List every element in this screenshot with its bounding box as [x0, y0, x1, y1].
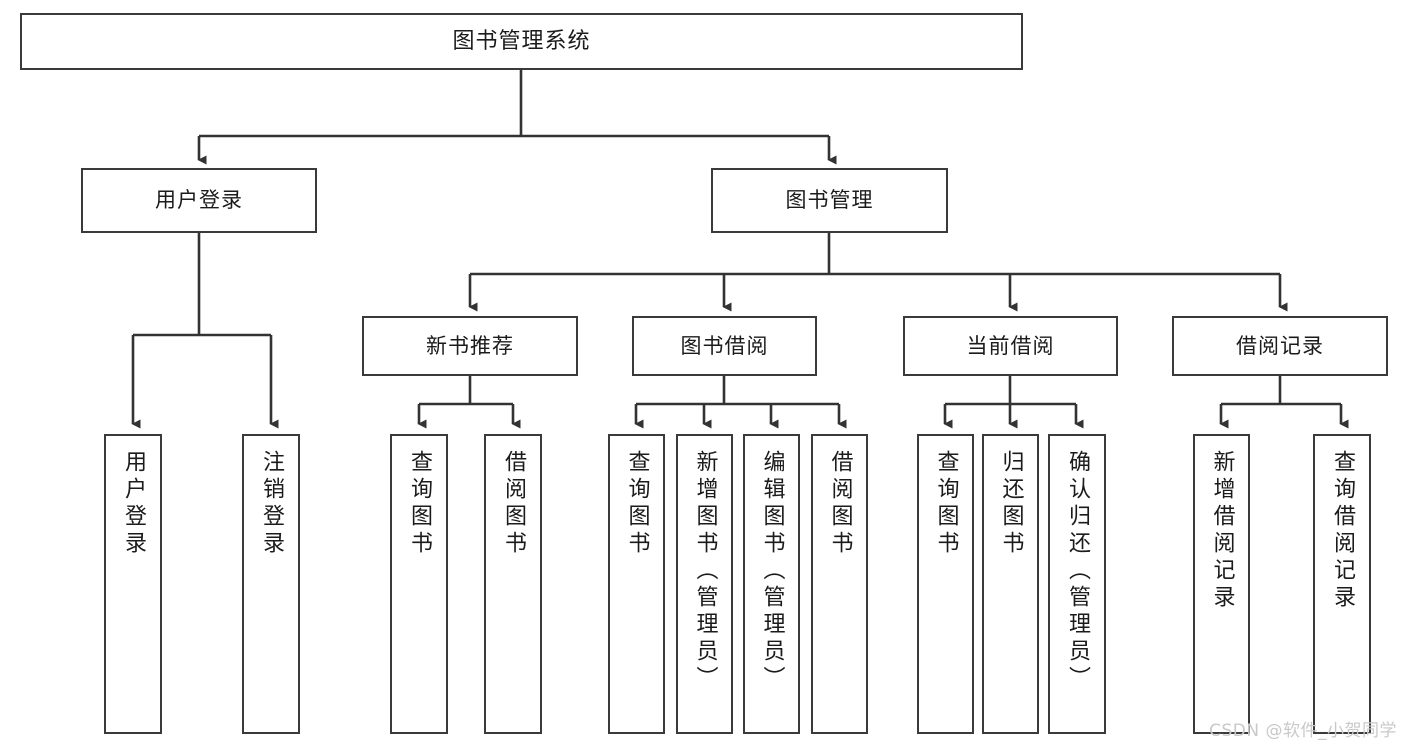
leaf-query-book-3[interactable]: 查询图书	[917, 434, 974, 734]
node-book-management[interactable]: 图书管理	[711, 168, 948, 233]
leaf-logout-login-label: 注销登录	[259, 450, 284, 558]
node-user-login[interactable]: 用户登录	[81, 168, 317, 233]
node-new-book-recommend-label: 新书推荐	[426, 333, 514, 358]
leaf-confirm-return-label: 确认归还（管理员）	[1065, 450, 1090, 693]
leaf-query-book-1[interactable]: 查询图书	[390, 434, 448, 734]
node-book-borrow[interactable]: 图书借阅	[632, 316, 817, 376]
node-new-book-recommend[interactable]: 新书推荐	[362, 316, 578, 376]
leaf-query-record-label: 查询借阅记录	[1330, 450, 1355, 612]
leaf-query-book-2[interactable]: 查询图书	[608, 434, 665, 734]
leaf-query-record[interactable]: 查询借阅记录	[1313, 434, 1371, 734]
leaf-add-book-label: 新增图书（管理员）	[692, 450, 718, 693]
leaf-borrow-book-2-label: 借阅图书	[827, 450, 853, 558]
leaf-user-login-label: 用户登录	[121, 450, 146, 558]
node-current-borrow[interactable]: 当前借阅	[903, 316, 1118, 376]
node-root[interactable]: 图书管理系统	[20, 13, 1023, 70]
leaf-borrow-book-2[interactable]: 借阅图书	[811, 434, 868, 734]
leaf-return-book-label: 归还图书	[998, 450, 1024, 558]
leaf-logout-login[interactable]: 注销登录	[242, 434, 300, 734]
node-current-borrow-label: 当前借阅	[966, 333, 1055, 358]
leaf-add-record-label: 新增借阅记录	[1209, 450, 1235, 612]
leaf-add-record[interactable]: 新增借阅记录	[1193, 434, 1250, 734]
node-user-login-label: 用户登录	[155, 188, 243, 213]
leaf-user-login[interactable]: 用户登录	[104, 434, 162, 734]
leaf-add-book[interactable]: 新增图书（管理员）	[676, 434, 733, 734]
leaf-query-book-2-label: 查询图书	[624, 450, 650, 558]
leaf-borrow-book-1-label: 借阅图书	[501, 450, 526, 558]
node-borrow-record-label: 借阅记录	[1236, 333, 1324, 358]
leaf-borrow-book-1[interactable]: 借阅图书	[484, 434, 542, 734]
leaf-query-book-1-label: 查询图书	[407, 450, 432, 558]
leaf-edit-book[interactable]: 编辑图书（管理员）	[743, 434, 800, 734]
leaf-return-book[interactable]: 归还图书	[982, 434, 1039, 734]
node-book-borrow-label: 图书借阅	[680, 333, 769, 358]
node-root-label: 图书管理系统	[452, 28, 591, 54]
watermark: CSDN @软件_小贺同学	[1209, 721, 1397, 741]
node-borrow-record[interactable]: 借阅记录	[1172, 316, 1388, 376]
leaf-edit-book-label: 编辑图书（管理员）	[759, 450, 785, 693]
leaf-confirm-return[interactable]: 确认归还（管理员）	[1048, 434, 1106, 734]
leaf-query-book-3-label: 查询图书	[933, 450, 959, 558]
node-book-management-label: 图书管理	[785, 188, 874, 213]
